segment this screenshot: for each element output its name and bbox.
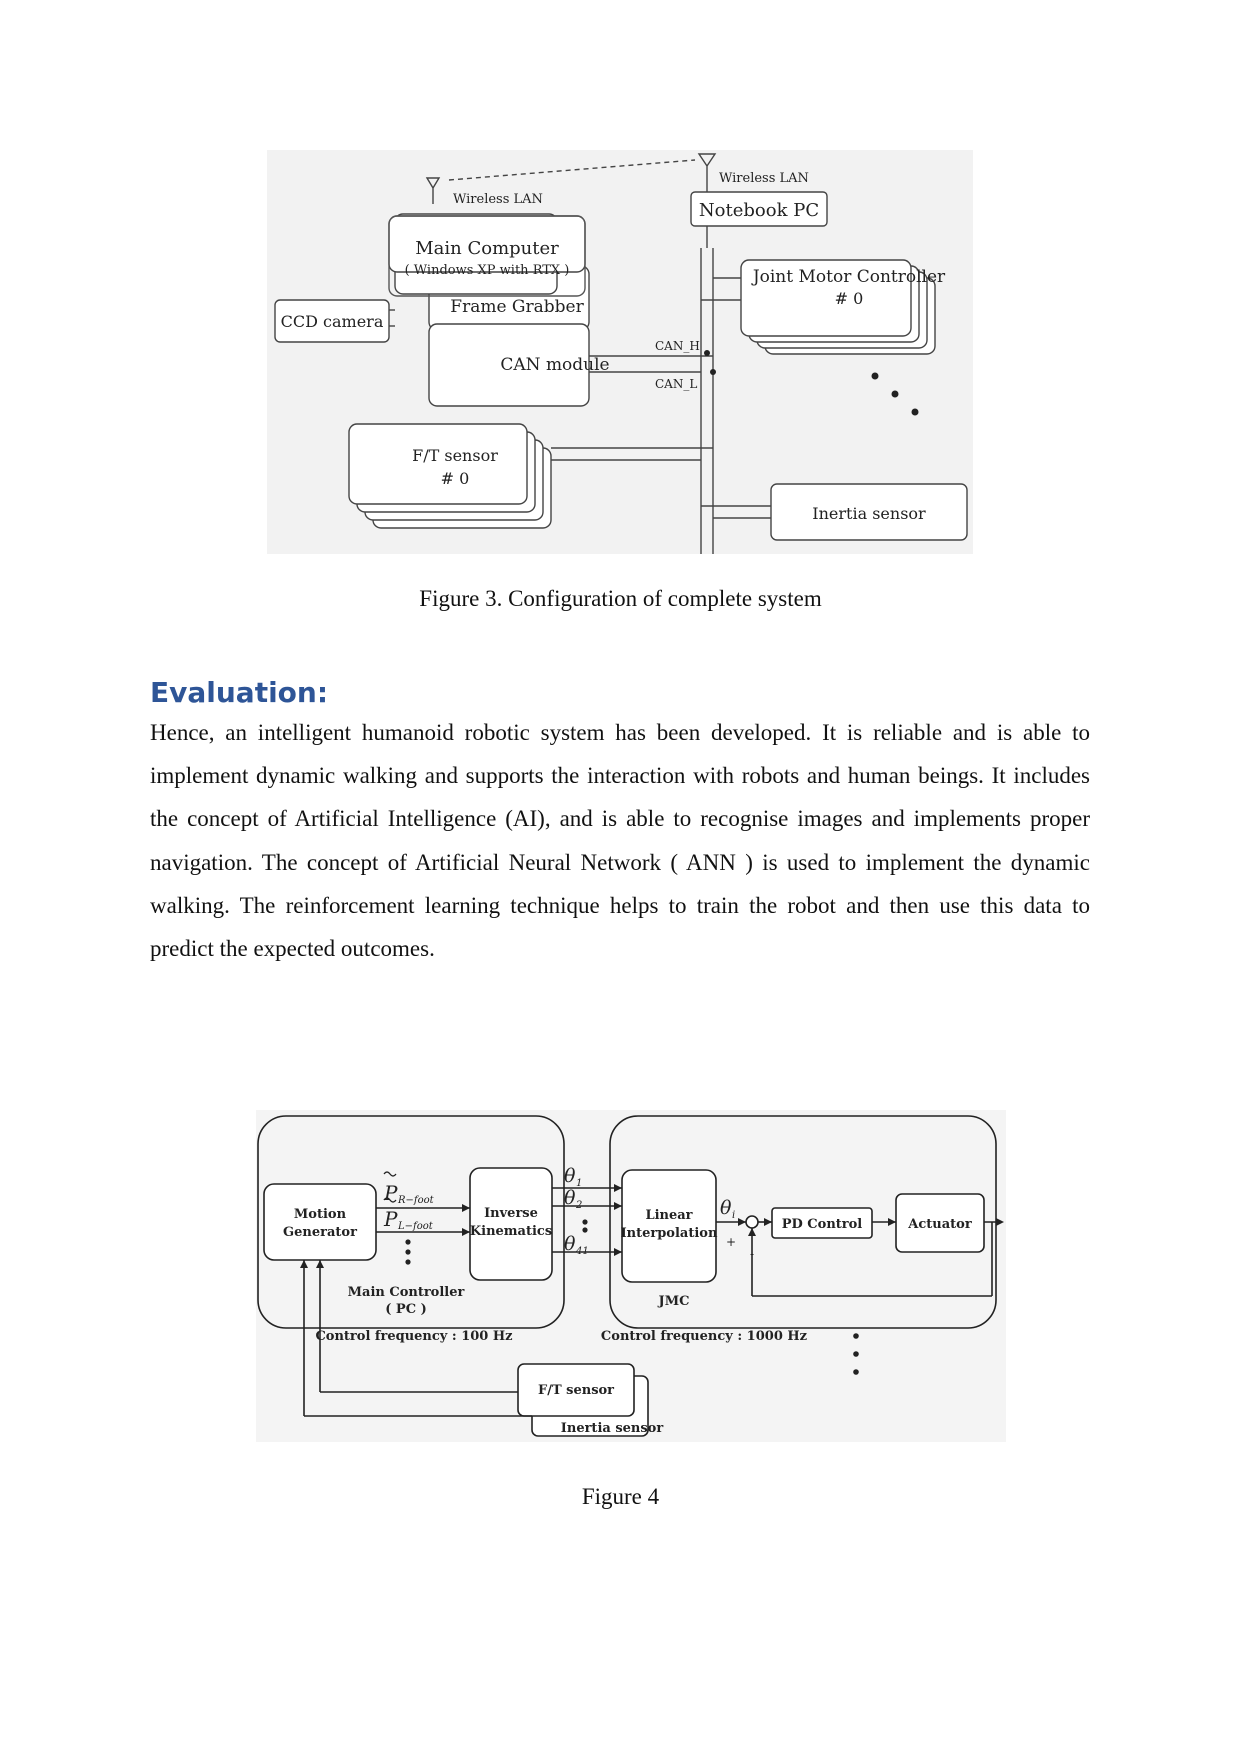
ccd-camera-box <box>274 299 390 343</box>
inertia-sensor-label: Inertia sensor <box>812 504 926 523</box>
inverse-kinematics-label: Inverse <box>484 1206 538 1221</box>
pd-control-label: PD Control <box>782 1217 863 1232</box>
continuation-dot <box>405 1239 411 1245</box>
notebook-pc-box <box>690 191 828 227</box>
joint-motor-controller-label: Joint Motor Controller <box>751 267 946 287</box>
minus-sign: - <box>750 1247 754 1261</box>
pd-control-box <box>771 1207 873 1239</box>
figure-3-caption: Figure 3. Configuration of complete syst… <box>419 586 822 611</box>
p-l-foot-symbol: P <box>383 1207 398 1231</box>
notebook-pc-label: Notebook PC <box>699 200 819 221</box>
theta-1-symbol: θ <box>564 1165 576 1187</box>
theta-2-subscript: 2 <box>575 1200 582 1211</box>
ft-sensor-number: # 0 <box>441 469 470 488</box>
actuator-box <box>895 1193 985 1253</box>
main-control-frequency: Control frequency : 100 Hz <box>315 1329 512 1344</box>
actuator-label: Actuator <box>907 1217 972 1232</box>
can-l-label: CAN_L <box>655 377 697 391</box>
section-heading: Evaluation: <box>150 676 329 709</box>
frame-grabber-label: Frame Grabber <box>450 297 584 317</box>
theta-i-subscript: i <box>732 1210 735 1221</box>
linear-interpolation-label: Interpolation <box>621 1226 718 1241</box>
main-computer-label: Main Computer <box>415 238 559 259</box>
motion-generator-box <box>263 1183 377 1261</box>
figure-4-caption: Figure 4 <box>581 1484 660 1509</box>
continuation-dot <box>911 408 919 416</box>
ft-sensor-box <box>517 1363 635 1417</box>
antenna-right-icon <box>697 153 717 194</box>
p-r-foot-subscript: R−foot <box>397 1195 435 1206</box>
inverse-kinematics-label: Kinematics <box>470 1224 552 1239</box>
inertia-sensor-label: Inertia sensor <box>561 1421 664 1436</box>
main-controller-label: Main Controller <box>348 1285 465 1300</box>
ft-sensor-box <box>348 423 528 505</box>
continuation-dot <box>582 1227 588 1233</box>
figure-4-control-diagram: Motion Generator Inverse Kinematics Line… <box>256 1110 1006 1442</box>
theta-41-symbol: θ <box>564 1233 576 1255</box>
continuation-dot <box>405 1249 411 1255</box>
theta-41-subscript: 41 <box>575 1246 589 1257</box>
main-controller-panel <box>257 1115 565 1329</box>
section-paragraph: Hence, an intelligent humanoid robotic s… <box>150 720 1090 962</box>
p-l-foot-subscript: L−foot <box>397 1221 434 1232</box>
motion-generator-label: Generator <box>283 1225 357 1240</box>
motion-generator-label: Motion <box>294 1207 347 1222</box>
linear-interpolation-box <box>621 1169 717 1283</box>
summing-junction <box>745 1215 759 1229</box>
p-r-foot-symbol: P <box>383 1181 398 1205</box>
continuation-dot <box>853 1351 859 1357</box>
jmc-control-frequency: Control frequency : 1000 Hz <box>601 1329 807 1344</box>
continuation-dot <box>853 1369 859 1375</box>
continuation-dot <box>405 1259 411 1265</box>
continuation-dot <box>891 390 899 398</box>
main-controller-label: ( PC ) <box>385 1302 426 1317</box>
main-computer-os-label: ( Windows XP with RTX ) <box>405 263 570 278</box>
wireless-lan-label: Wireless LAN <box>719 171 809 186</box>
theta-i-symbol: θ <box>720 1197 732 1219</box>
antenna-left-icon <box>425 177 441 204</box>
theta-2-symbol: θ <box>564 1187 576 1209</box>
jmc-label: JMC <box>658 1294 690 1309</box>
can-h-label: CAN_H <box>655 339 700 353</box>
continuation-dot <box>853 1333 859 1339</box>
continuation-dot <box>871 372 879 380</box>
inertia-sensor-box <box>770 483 968 541</box>
inverse-kinematics-box <box>469 1167 553 1281</box>
ft-sensor-label: F/T sensor <box>412 446 498 465</box>
theta-1-subscript: 1 <box>576 1178 582 1189</box>
can-module-label: CAN module <box>500 355 609 375</box>
figure-3-system-diagram: Wireless LAN Wireless LAN Notebook PC Ma… <box>267 150 973 554</box>
joint-motor-controller-box <box>740 259 912 337</box>
continuation-dot <box>582 1219 588 1225</box>
ft-sensor-label: F/T sensor <box>538 1383 614 1398</box>
joint-motor-controller-number: # 0 <box>835 289 864 308</box>
wireless-lan-label: Wireless LAN <box>453 192 543 207</box>
ccd-camera-label: CCD camera <box>281 312 384 331</box>
wireless-link <box>448 159 696 181</box>
linear-interpolation-label: Linear <box>645 1208 692 1223</box>
plus-sign: + <box>726 1235 736 1249</box>
